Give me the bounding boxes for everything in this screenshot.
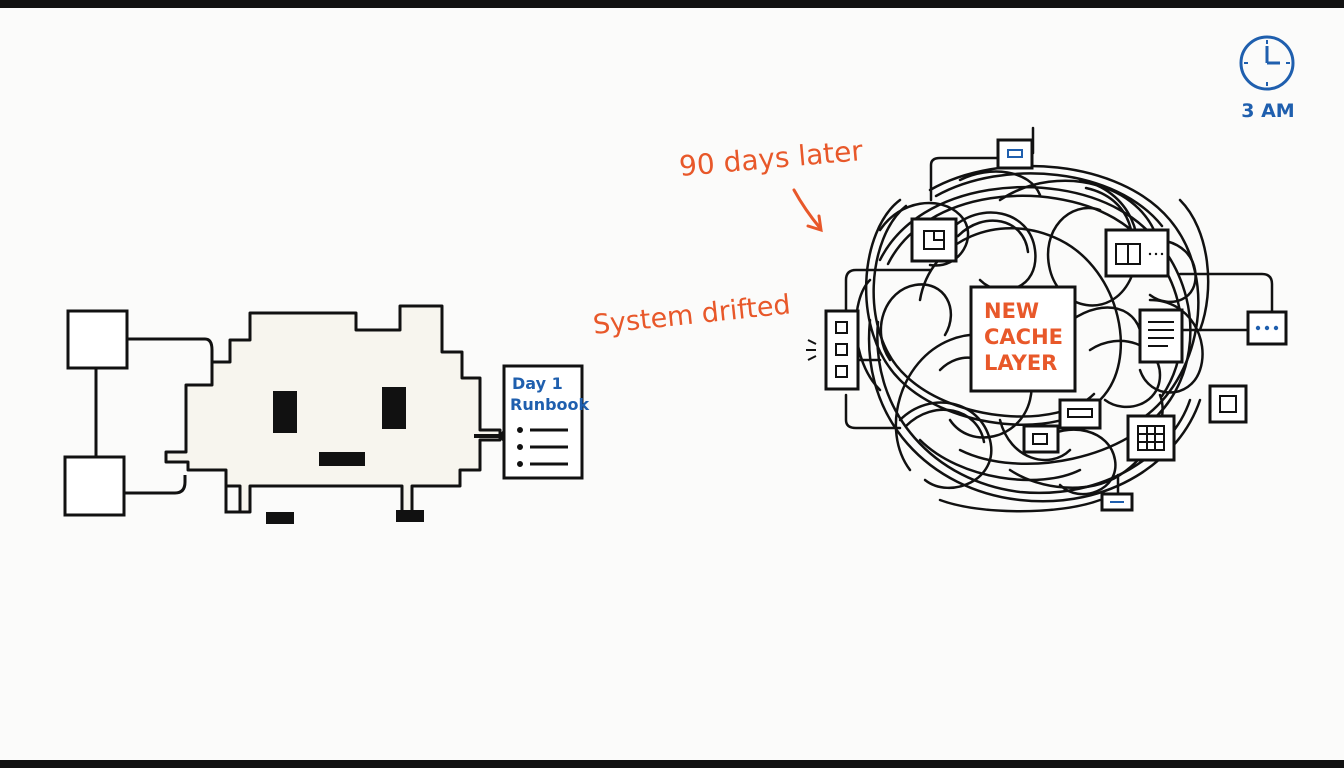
node-right-small	[1208, 384, 1248, 424]
clock-icon	[1239, 35, 1295, 91]
robot-eye-left	[273, 391, 297, 433]
node-lower-left	[1022, 424, 1060, 454]
runbook-title-line1: Day 1	[512, 374, 563, 393]
node-center-slot	[1058, 398, 1102, 430]
robot-leg-left	[224, 486, 240, 514]
peripheral-nodes	[806, 138, 1288, 512]
cache-label-line2: CACHE	[984, 325, 1063, 349]
new-cache-layer-box: NEW CACHE LAYER	[969, 285, 1077, 393]
clock-label: 3 AM	[1241, 100, 1294, 122]
node-bottom	[1100, 492, 1134, 512]
robot-foot-left	[266, 512, 294, 524]
pixel-robot	[164, 304, 516, 524]
letterbox-bottom	[0, 760, 1344, 768]
connector-bottom	[124, 475, 187, 495]
annotation-90-days-later: 90 days later	[678, 134, 865, 183]
robot-body	[164, 304, 502, 514]
cache-label-line3: LAYER	[984, 351, 1057, 375]
runbook-list-lines	[517, 427, 568, 467]
node-top-center	[996, 138, 1034, 170]
left-network-diagram	[63, 309, 214, 517]
robot-eye-right	[382, 387, 406, 429]
runbook-document: Day 1 Runbook	[502, 364, 590, 480]
node-right-list	[1138, 308, 1184, 364]
connector-top	[127, 337, 214, 362]
node-upper-left	[910, 217, 958, 263]
node-far-right	[1246, 310, 1288, 346]
node-upper-right	[1104, 228, 1170, 278]
letterbox-top	[0, 0, 1344, 8]
document-icon	[502, 364, 584, 480]
runbook-title-line2: Runbook	[510, 395, 590, 414]
node-lower-grid	[1126, 414, 1176, 462]
annotation-system-drifted: System drifted	[591, 289, 792, 341]
robot-foot-right	[396, 510, 424, 522]
robot-mouth	[319, 452, 365, 466]
cache-label-line1: NEW	[984, 299, 1039, 323]
node-box-top	[66, 309, 129, 370]
annotation-arrow	[792, 188, 823, 233]
node-left-rack	[806, 309, 860, 391]
node-box-bottom	[63, 455, 126, 517]
